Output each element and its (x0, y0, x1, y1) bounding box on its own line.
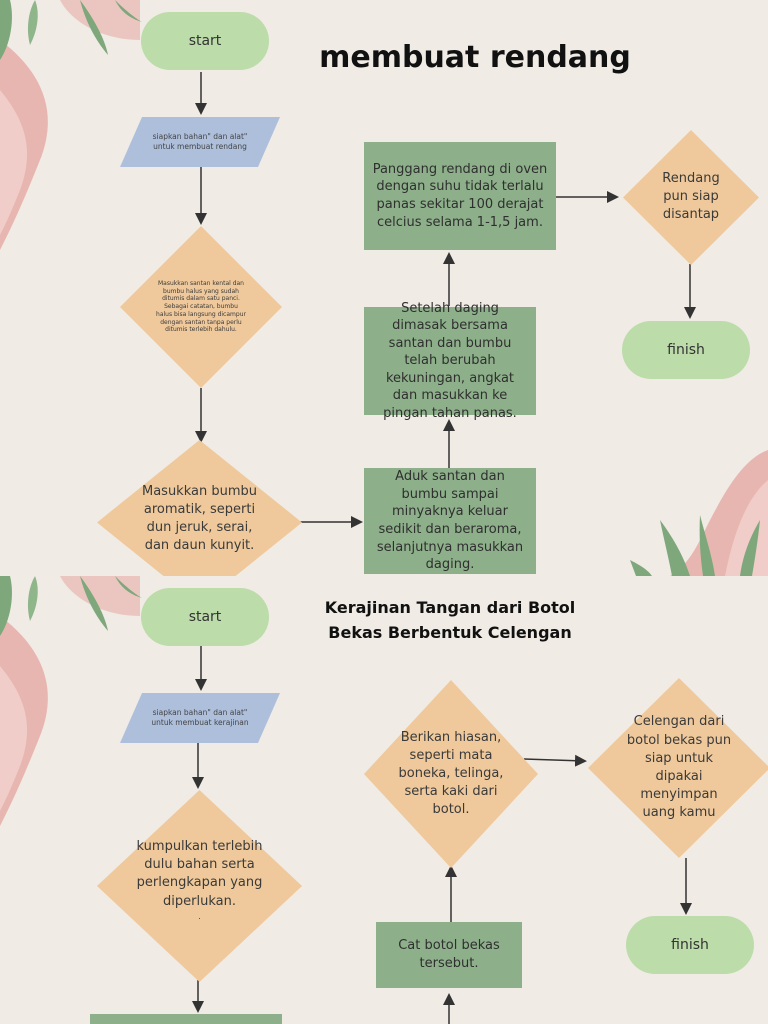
connector-arrows (195, 72, 696, 528)
decision-celengan-siap-label: Celengan dari botol bekas pun siap untuk… (626, 714, 732, 821)
io-prepare-ingredients-label: siapkan bahan" dan alat" untuk membuat r… (152, 131, 248, 151)
decision-rendang-siap-label: Rendang pun siap disantap (662, 170, 720, 223)
decision-kumpulkan-bahan-note: . (198, 911, 201, 921)
io-prepare-materials: siapkan bahan" dan alat" untuk membuat k… (120, 693, 280, 743)
decorative-leaves (0, 576, 142, 826)
decision-berikan-hiasan-label: Berikan hiasan, seperti mata boneka, tel… (398, 729, 504, 818)
decision-celengan-siap: Celengan dari botol bekas pun siap untuk… (588, 678, 768, 858)
process-angkat-daging: Setelah daging dimasak bersama santan da… (364, 301, 536, 421)
flowchart-rendang: membuat rendang start siapkan bahan" dan… (0, 0, 768, 576)
io-prepare-ingredients: siapkan bahan" dan alat" untuk membuat r… (120, 117, 280, 167)
start-terminal: start (141, 588, 269, 646)
process-aduk-santan: Aduk santan dan bumbu sampai minyaknya k… (364, 468, 536, 574)
diagram-title: Kerajinan Tangan dari Botol Bekas Berben… (324, 598, 576, 642)
connector-arrows (192, 646, 692, 1024)
decision-berikan-hiasan: Berikan hiasan, seperti mata boneka, tel… (364, 680, 538, 868)
decorative-leaves (0, 0, 768, 576)
io-prepare-materials-label: siapkan bahan" dan alat" untuk membuat k… (151, 707, 249, 727)
diagram-title: membuat rendang (319, 40, 631, 75)
process-cat-botol: Cat botol bekas tersebut. (376, 922, 522, 988)
start-terminal: start (141, 12, 269, 70)
flowchart-celengan: Kerajinan Tangan dari Botol Bekas Berben… (0, 576, 768, 1024)
decision-rendang-siap: Rendang pun siap disantap (623, 130, 759, 265)
decision-kumpulkan-bahan: kumpulkan terlebih dulu bahan serta perl… (97, 790, 302, 982)
decision-bumbu-aromatik: Masukkan bumbu aromatik, seperti dun jer… (97, 440, 302, 576)
finish-terminal: finish (626, 916, 754, 974)
decision-santan-bumbu-label: Masukkan santan kental dan bumbu halus y… (156, 279, 246, 334)
decision-bumbu-aromatik-label: Masukkan bumbu aromatik, seperti dun jer… (141, 483, 257, 554)
decision-kumpulkan-bahan-label: kumpulkan terlebih dulu bahan serta perl… (133, 838, 266, 922)
process-panggang-rendang: Panggang rendang di oven dengan suhu tid… (364, 142, 556, 250)
decision-santan-bumbu: Masukkan santan kental dan bumbu halus y… (120, 226, 282, 388)
decision-kumpulkan-bahan-text: kumpulkan terlebih dulu bahan serta perl… (136, 839, 263, 909)
finish-terminal: finish (622, 321, 750, 379)
process-next-step (90, 1014, 282, 1024)
